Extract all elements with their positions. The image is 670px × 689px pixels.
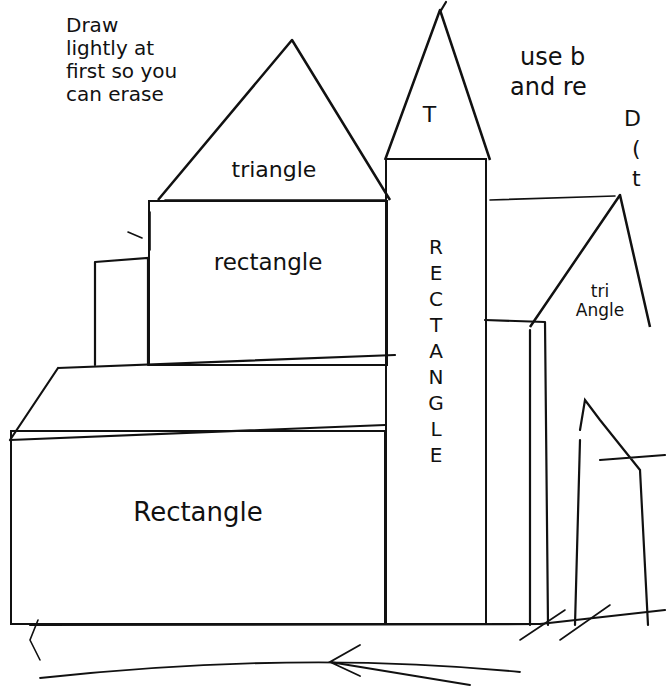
lower-roof (10, 355, 395, 440)
hatch (520, 605, 610, 640)
cut-off-note: and re (510, 74, 670, 102)
triangle-shape: triangle (158, 40, 390, 200)
shape-label: triangle (232, 158, 317, 182)
right-wall (485, 320, 548, 625)
bottom-curve (40, 662, 520, 678)
note-text: Draw lightly at first so you can erase (66, 14, 186, 106)
shape-label: RECTANGLE (425, 235, 447, 469)
shape-label: T (423, 103, 436, 127)
cut-off-note: ( (632, 136, 662, 161)
cut-off-note: use b (520, 44, 670, 72)
sketch-mark (30, 212, 150, 660)
triangle-shape: tri Angle (530, 195, 650, 327)
ground-line (30, 610, 665, 625)
shape-label: tri Angle (575, 282, 625, 319)
shape-label: rectangle (214, 250, 323, 275)
rectangle-shape: RECTANGLE (385, 158, 487, 625)
chimney (95, 258, 148, 365)
triangle-outline (385, 10, 490, 160)
triangle-shape: T (385, 10, 490, 160)
cut-off-note: t (632, 166, 662, 191)
rectangle-shape: rectangle (148, 200, 388, 366)
right-structure (575, 400, 665, 625)
rectangle-shape: Rectangle (10, 430, 386, 625)
bottom-arrow (330, 645, 470, 685)
shape-label: Rectangle (133, 498, 263, 527)
cut-off-note: D (624, 106, 664, 131)
